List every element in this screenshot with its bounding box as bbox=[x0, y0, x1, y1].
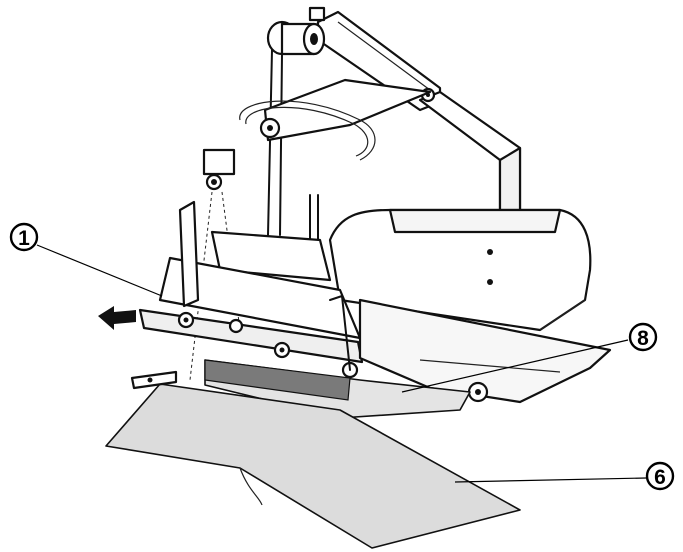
leader-line-8 bbox=[401, 339, 629, 393]
small-bracket bbox=[130, 370, 178, 390]
clamp-assembly bbox=[138, 200, 364, 379]
callout-1-label: 1 bbox=[18, 227, 30, 250]
fabric-piece-8 bbox=[204, 359, 471, 419]
top-cylinder bbox=[266, 6, 326, 56]
callout-8: 8 bbox=[628, 322, 658, 352]
callout-6: 6 bbox=[645, 461, 675, 491]
sewing-bed bbox=[358, 298, 612, 404]
callout-8-label: 8 bbox=[637, 327, 649, 350]
leader-line-6 bbox=[454, 477, 647, 483]
leader-line-1 bbox=[36, 244, 163, 297]
direction-arrow-icon bbox=[98, 306, 136, 330]
motor-housing bbox=[328, 208, 592, 332]
vertical-rods bbox=[239, 49, 432, 241]
callout-6-label: 6 bbox=[654, 466, 666, 489]
fabric-piece-6 bbox=[105, 383, 521, 549]
callout-1: 1 bbox=[9, 222, 39, 252]
